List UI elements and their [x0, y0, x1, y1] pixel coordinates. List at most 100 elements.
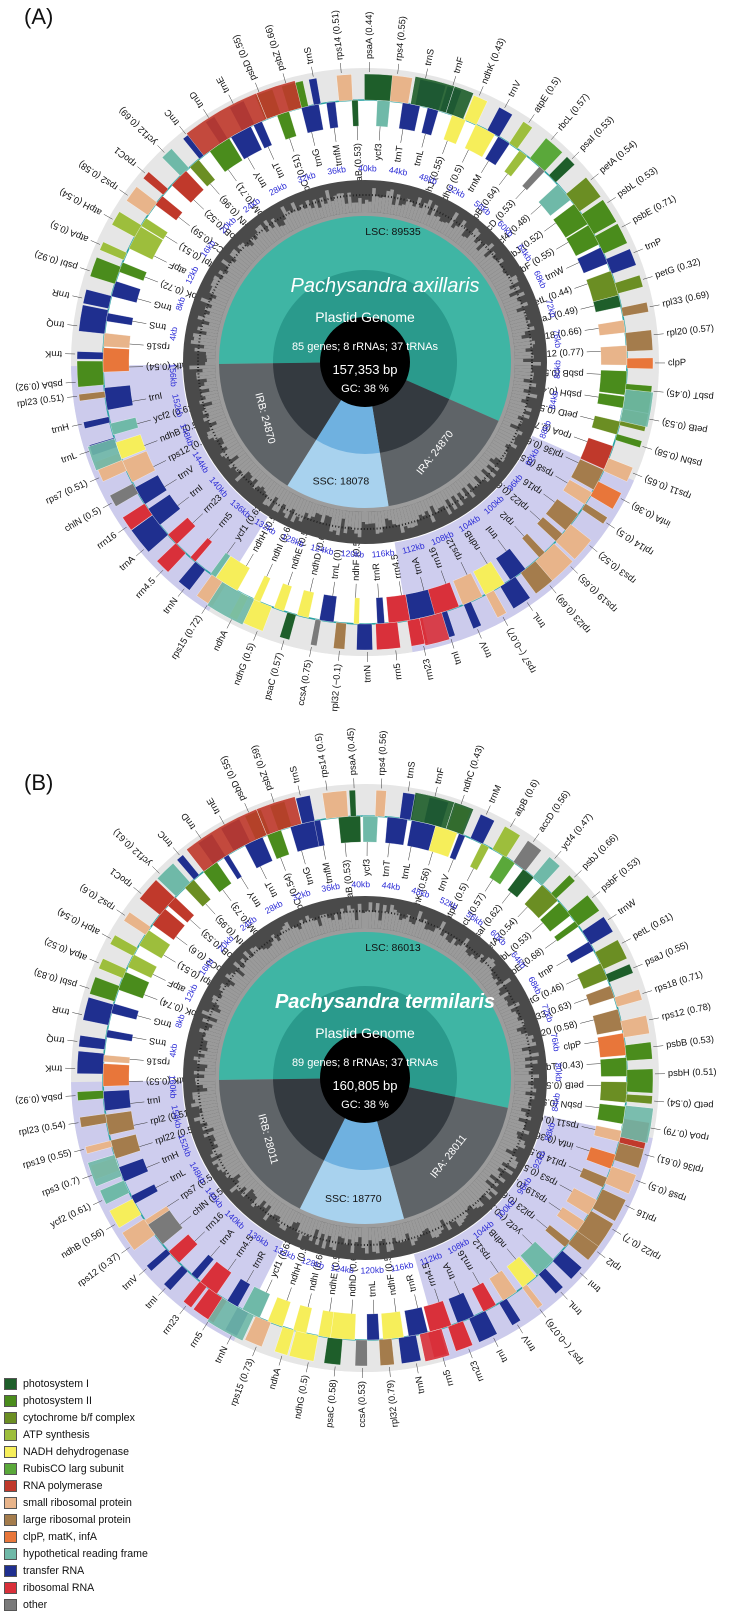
gene-leader-line: [560, 1291, 568, 1300]
gc-bar: [236, 450, 246, 458]
gene-block: [593, 295, 622, 313]
gene-leader-line: [177, 588, 185, 597]
gene-leader-line: [580, 305, 595, 310]
gc-bar: [204, 306, 224, 316]
gc-bar: [417, 1217, 426, 1232]
gene-leader-line: [289, 138, 295, 152]
gene-leader-line: [309, 646, 312, 657]
gc-bar: [405, 505, 415, 528]
gc-bar: [402, 198, 411, 218]
gc-bar: [213, 428, 233, 441]
gene-leader-line: [597, 1251, 606, 1258]
gene-block: [118, 262, 147, 282]
gc-bar: [262, 477, 272, 489]
gc-bar: [319, 914, 328, 934]
gene-label: clpP: [668, 357, 686, 367]
gc-bar: [493, 1153, 518, 1169]
gc-bar: [491, 993, 501, 1001]
kb-tick-label: 156kb: [169, 1104, 184, 1129]
gene-block: [495, 548, 526, 581]
gene-label: psbB (0.53): [666, 1034, 715, 1050]
gene-label: psbF (0.53): [599, 855, 642, 893]
gene-leader-line: [255, 82, 260, 93]
gene-leader-line: [92, 1200, 103, 1205]
gene-label: trnL: [367, 1281, 378, 1298]
gene-block: [128, 226, 164, 260]
gene-leader-line: [226, 1335, 232, 1345]
gene-label: psaC (0.58): [324, 1379, 338, 1428]
gc-bar: [467, 239, 483, 255]
gc-bar: [320, 506, 328, 523]
gc-bar: [200, 297, 226, 310]
gene-label: trnfM: [321, 862, 335, 885]
gc-bar: [383, 912, 390, 930]
gc-bar: [221, 258, 244, 277]
gc-bar: [503, 298, 518, 307]
gc-bar: [350, 908, 356, 929]
gene-leader-line: [448, 859, 454, 873]
gene-leader-line: [586, 1063, 601, 1065]
gc-bar: [437, 932, 449, 949]
gene-block: [553, 921, 579, 942]
gene-leader-line: [244, 803, 249, 813]
gc-bar: [442, 488, 458, 511]
gc-bar: [458, 236, 468, 247]
gc-bar: [463, 231, 481, 251]
gc-bar: [304, 207, 313, 223]
gene-leader-line: [554, 850, 562, 859]
gene-block-large: [206, 581, 255, 626]
gc-bar: [347, 192, 353, 213]
gc-bar: [204, 380, 217, 386]
gene-leader-line: [580, 1019, 594, 1024]
gene-block: [625, 1094, 653, 1105]
gene-label: trnW: [616, 897, 638, 916]
gc-bar: [386, 904, 395, 931]
gc-bar: [374, 196, 379, 213]
gc-bar: [205, 362, 216, 366]
gc-bar: [491, 273, 508, 285]
gene-block: [536, 516, 563, 542]
gc-bar: [448, 485, 464, 507]
gc-bar: [506, 309, 518, 316]
gene-leader-line: [163, 954, 176, 963]
gc-bar: [504, 300, 522, 310]
gene-block: [539, 902, 571, 932]
gene-leader-line: [280, 857, 286, 871]
gc-bar: [214, 1133, 227, 1141]
gc-bar: [390, 509, 396, 525]
gc-bar: [294, 926, 304, 943]
gc-bar: [467, 953, 485, 971]
gc-bar: [423, 929, 431, 941]
gene-block: [605, 963, 634, 983]
gc-bar: [480, 1171, 500, 1188]
gene-leader-line: [194, 1231, 205, 1242]
gene-label: trnE: [205, 796, 222, 816]
gc-bar: [268, 1197, 277, 1207]
gc-bar: [503, 1133, 526, 1145]
species-name: Pachysandra axillaris: [291, 275, 480, 297]
gene-leader-line: [536, 1218, 548, 1229]
gene-leader-line: [584, 394, 599, 398]
gc-bar: [499, 1141, 514, 1152]
gene-block: [626, 1068, 654, 1094]
gc-bar: [208, 387, 218, 392]
gene-block: [104, 385, 134, 411]
gene-leader-line: [203, 109, 209, 118]
gc-bar: [340, 193, 347, 214]
gene-block: [163, 1265, 189, 1291]
gc-bar: [450, 219, 467, 241]
gene-block: [146, 1248, 171, 1272]
gene-block: [78, 391, 106, 402]
legend-item: RNA polymerase: [4, 1477, 184, 1494]
gene-leader-line: [311, 132, 316, 146]
gene-leader-line: [132, 1037, 147, 1040]
gene-block: [592, 1008, 623, 1035]
legend-swatch: [4, 1479, 17, 1492]
gene-leader-line: [119, 189, 128, 196]
gc-bar: [283, 491, 293, 506]
gene-label: ycf4 (0.47): [559, 811, 595, 851]
gene-block: [521, 166, 545, 191]
gc-bar: [420, 199, 433, 224]
gc-bar: [248, 464, 258, 474]
gc-bar: [455, 235, 464, 245]
